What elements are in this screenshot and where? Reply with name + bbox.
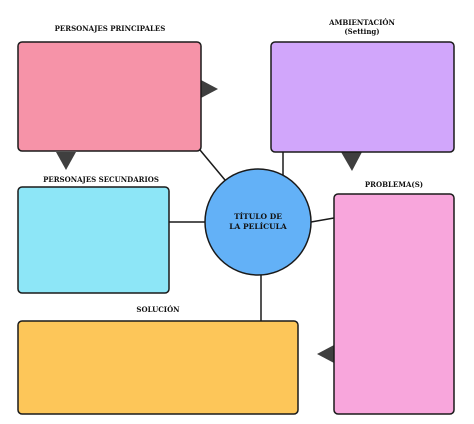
- secondary-characters-box: [17, 186, 170, 294]
- pointer-problem: [317, 345, 334, 363]
- pointer-main-characters: [201, 80, 218, 98]
- movie-title-line-1: TÍTULO DE: [234, 212, 282, 221]
- pointer-setting: [341, 152, 362, 171]
- pointer-secondary-characters: [56, 152, 76, 170]
- main-characters-label: PERSONAJES PRINCIPALES: [54, 24, 166, 33]
- solution-label: SOLUCIÓN: [136, 305, 180, 314]
- secondary-characters-label: PERSONAJES SECUNDARIOS: [43, 175, 159, 184]
- problem-box: [333, 193, 455, 415]
- movie-title: TÍTULO DE LA PELÍCULA: [205, 212, 311, 232]
- center-circle: [204, 168, 312, 276]
- connector-main-characters: [199, 149, 226, 181]
- setting-sublabel: (Setting): [344, 27, 380, 36]
- setting-label: AMBIENTACIÓN: [329, 18, 395, 27]
- main-characters-box: [17, 41, 202, 152]
- movie-title-line-2: LA PELÍCULA: [229, 222, 287, 231]
- connector-problem: [310, 217, 335, 223]
- setting-box: [270, 41, 455, 153]
- solution-box: [17, 320, 299, 415]
- problem-label: PROBLEMA(S): [364, 180, 424, 189]
